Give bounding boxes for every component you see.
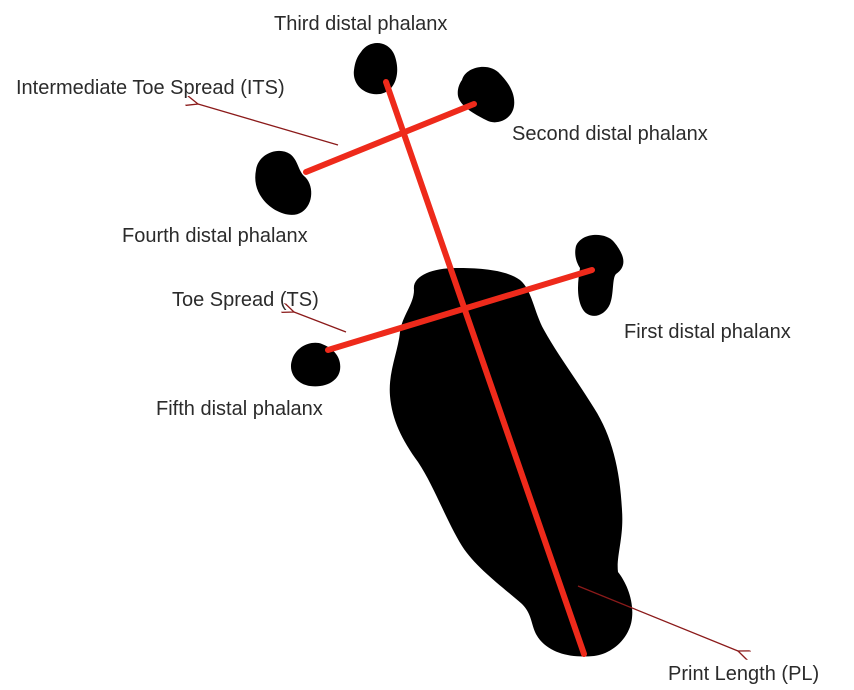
second-distal-phalanx-label: Second distal phalanx: [512, 122, 708, 146]
intermediate-toe-spread-label: Intermediate Toe Spread (ITS): [16, 76, 285, 100]
sole-shape: [390, 268, 633, 656]
first-distal-phalanx-label: First distal phalanx: [624, 320, 791, 344]
fourth-distal-phalanx-label: Fourth distal phalanx: [122, 224, 308, 248]
toe-spread-label: Toe Spread (TS): [172, 288, 319, 312]
second-toe-shape: [458, 67, 515, 122]
ts-pointer-arrow: [294, 312, 346, 332]
third-distal-phalanx-label: Third distal phalanx: [274, 12, 447, 36]
print-length-label: Print Length (PL): [668, 662, 819, 686]
its-pointer-arrow: [198, 104, 338, 145]
fifth-distal-phalanx-label: Fifth distal phalanx: [156, 397, 323, 421]
fourth-toe-shape: [255, 151, 311, 215]
intermediate-toe-spread-line: [306, 104, 474, 172]
